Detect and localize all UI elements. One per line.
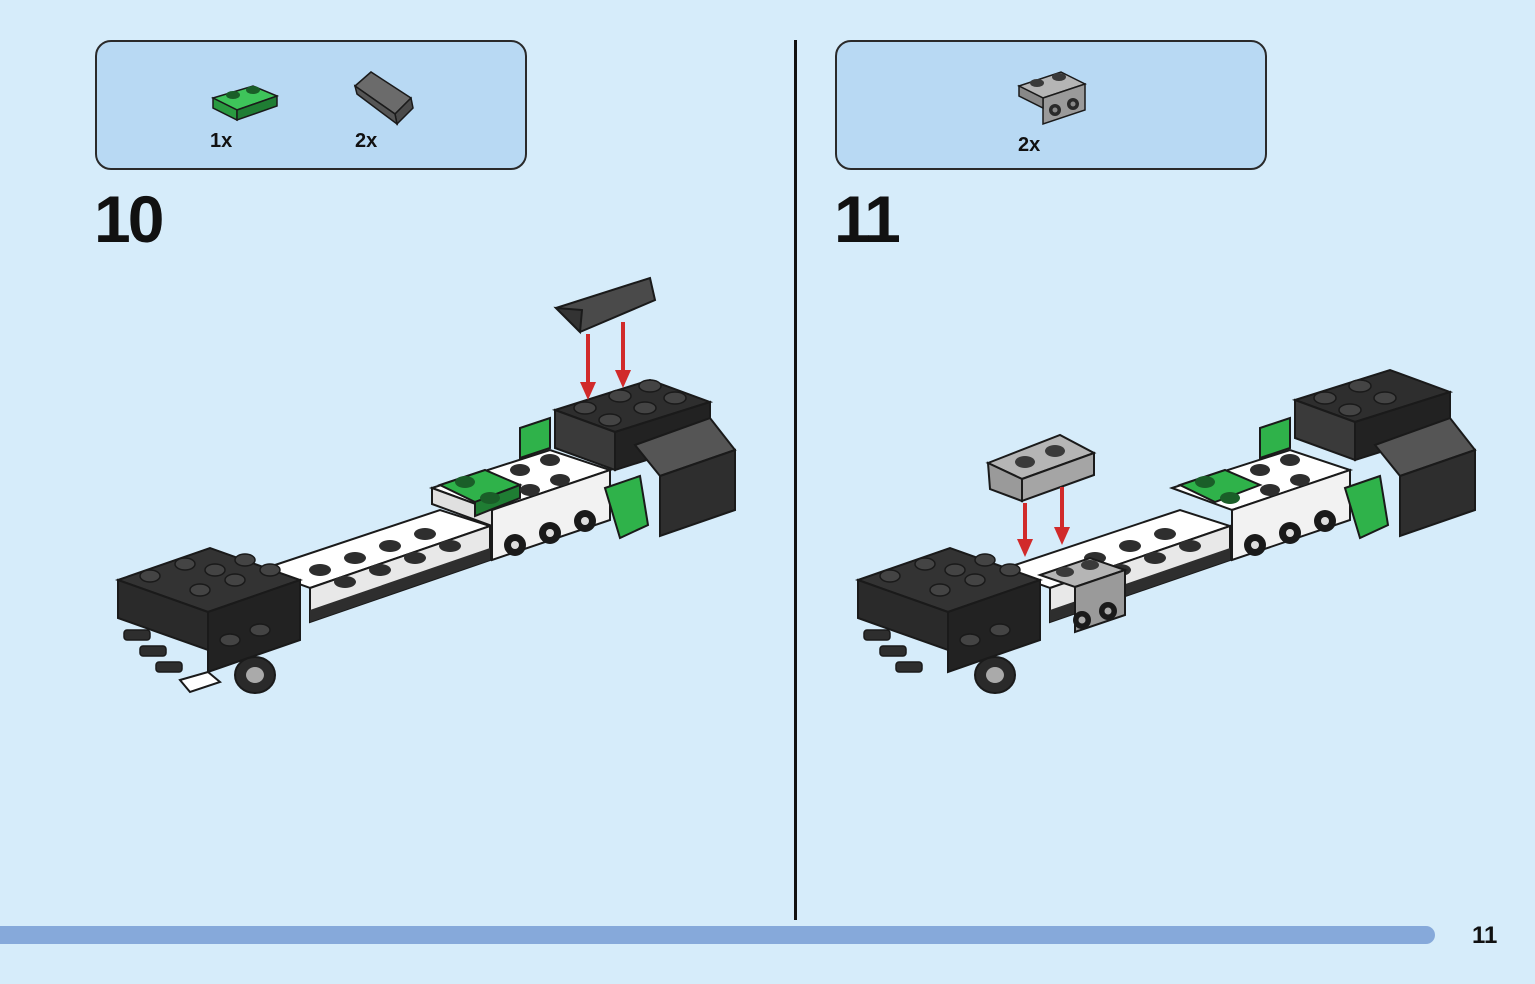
parts-callout-step-11: 2x <box>835 40 1267 170</box>
dark-grey-slope-icon <box>353 71 414 126</box>
progress-bar <box>0 926 1435 944</box>
model-illustration-step-11 <box>854 368 1477 694</box>
quantity-label: 1x <box>210 130 233 152</box>
parts-callout-step-10: 1x 2x <box>95 40 527 170</box>
step-number: 10 <box>94 182 164 256</box>
page-number: 11 <box>1472 922 1498 949</box>
step-divider <box>794 40 797 920</box>
grey-bracket-icon <box>1017 71 1087 126</box>
quantity-label: 2x <box>355 130 378 152</box>
green-plate-1x2-icon <box>210 85 280 122</box>
model-illustration-step-10 <box>114 276 737 694</box>
step-number: 11 <box>834 182 901 256</box>
quantity-label: 2x <box>1018 134 1041 156</box>
